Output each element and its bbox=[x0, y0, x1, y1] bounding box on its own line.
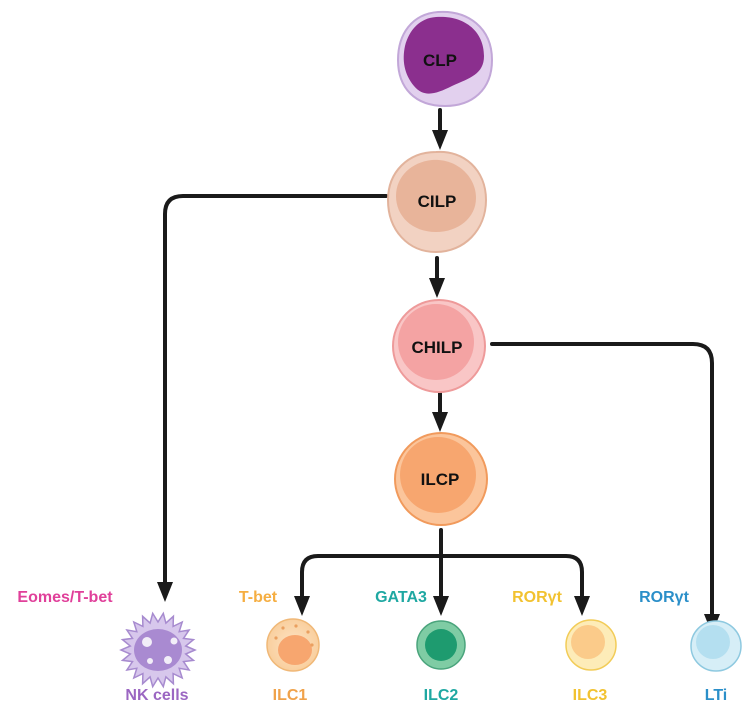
ilc2-cell-nucleus bbox=[425, 629, 457, 661]
ilc1-cell-nucleus bbox=[278, 635, 312, 665]
ilc1-label: ILC1 bbox=[273, 687, 308, 704]
ilc1-cell-granule bbox=[274, 636, 278, 640]
ilc2-label: ILC2 bbox=[424, 687, 459, 704]
arrow-chilp-to-lti bbox=[490, 342, 720, 634]
ilc1-cell-granule bbox=[281, 626, 285, 630]
arrow-ilcp-to-ilc1 bbox=[294, 554, 443, 616]
nk-cell-granule bbox=[147, 658, 153, 664]
nk-cell-nucleus bbox=[134, 629, 182, 671]
ilc3-factor-label: RORγt bbox=[512, 589, 562, 606]
nk-cell-granule bbox=[170, 637, 178, 645]
ilc1-cell-granule bbox=[310, 643, 314, 647]
arrows bbox=[157, 108, 720, 634]
ilcp-label: ILCP bbox=[421, 470, 460, 489]
chilp-label: CHILP bbox=[412, 338, 463, 357]
ilc1-cell-granule bbox=[294, 624, 298, 628]
nk-cell-granule bbox=[142, 637, 152, 647]
cilp-cell-nucleus bbox=[396, 159, 476, 232]
lti-label: LTi bbox=[705, 687, 728, 704]
clp-label: CLP bbox=[423, 51, 457, 70]
lti-cell-nucleus bbox=[696, 625, 730, 659]
ilc1-cell-granule bbox=[306, 630, 310, 634]
ilcp-cell-nucleus bbox=[400, 437, 476, 513]
ilc2-cell bbox=[416, 620, 466, 670]
cilp-cell: CILP bbox=[386, 150, 488, 254]
arrow-ilcp-to-ilc3 bbox=[439, 554, 590, 616]
ilcp-cell: ILCP bbox=[394, 432, 488, 526]
ilc3-label: ILC3 bbox=[573, 687, 608, 704]
cilp-label: CILP bbox=[418, 192, 457, 211]
ilc3-cell-nucleus bbox=[571, 625, 605, 659]
lti-cell bbox=[690, 620, 742, 672]
clp-cell: CLP bbox=[396, 10, 494, 108]
ilc1-cell bbox=[266, 618, 320, 672]
lti-factor-label: RORγt bbox=[639, 589, 689, 606]
ilc3-cell bbox=[565, 619, 617, 671]
ilc1-factor-label: T-bet bbox=[239, 589, 278, 606]
nk-cell-granule bbox=[164, 656, 172, 664]
ilc2-factor-label: GATA3 bbox=[375, 589, 427, 606]
nk-factor-label: Eomes/T-bet bbox=[17, 589, 113, 606]
chilp-cell: CHILP bbox=[392, 299, 486, 393]
nk-cell bbox=[119, 611, 197, 689]
chilp-cell-nucleus bbox=[398, 304, 474, 380]
nk-label: NK cells bbox=[125, 687, 188, 704]
clp-cell-nucleus bbox=[403, 16, 484, 94]
arrow-cilp-to-nk bbox=[157, 194, 388, 602]
